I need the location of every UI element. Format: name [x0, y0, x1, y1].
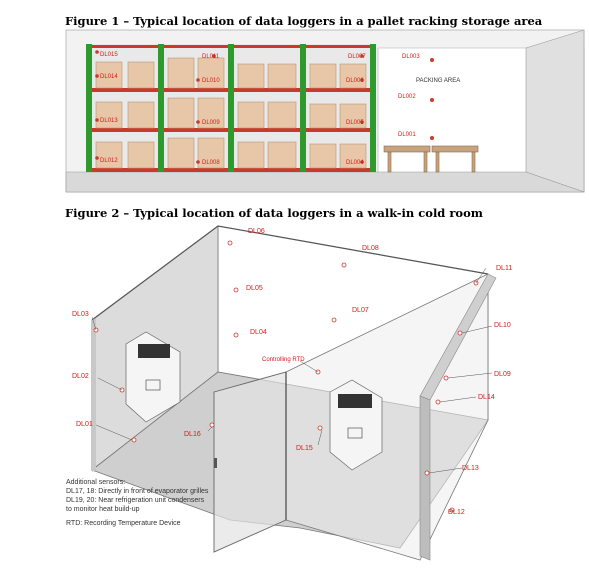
packing-area-label: PACKING AREA [416, 78, 460, 84]
evaporator-unit-right [329, 379, 383, 471]
logger-label-dl015: DL015 [100, 52, 118, 58]
logger-label-dl16: DL16 [184, 431, 201, 438]
logger-label-dl008: DL008 [202, 160, 220, 166]
logger-label-dl03: DL03 [72, 311, 89, 318]
svg-text:DL19, 20: Near refrigeration u: DL19, 20: Near refrigeration unit conden… [66, 497, 205, 504]
logger-label-dl007: DL007 [348, 54, 366, 60]
logger-label-dl014: DL014 [100, 74, 118, 80]
logger-label-dl005: DL005 [346, 120, 364, 126]
figure-1-scene: DL015 DL014 DL013 DL012 DL011 DL010 DL00… [65, 29, 585, 193]
logger-label-dl006: DL006 [346, 78, 364, 84]
logger-label-dl06: DL06 [248, 228, 265, 235]
cold-room-door [213, 371, 287, 553]
warehouse-floor [65, 171, 585, 193]
logger-label-dl013: DL013 [100, 118, 118, 124]
logger-label-dl15: DL15 [296, 445, 313, 452]
svg-text:Additional sensors:: Additional sensors: [66, 479, 125, 486]
logger-label-dl004: DL004 [346, 160, 364, 166]
evaporator-unit-left [125, 331, 181, 423]
logger-label-dl001: DL001 [398, 132, 416, 138]
additional-sensors-notes: Additional sensors: DL17, 18: Directly i… [66, 479, 209, 527]
logger-label-dl14: DL14 [478, 394, 495, 401]
logger-label-dl10: DL10 [494, 322, 511, 329]
svg-text:DL17, 18: Directly in front of: DL17, 18: Directly in front of evaporato… [66, 488, 209, 495]
logger-label-dl009: DL009 [202, 120, 220, 126]
logger-label-dl11: DL11 [496, 265, 512, 272]
logger-label-dl13: DL13 [462, 465, 479, 472]
logger-label-dl08: DL08 [362, 245, 379, 252]
logger-label-dl01: DL01 [76, 421, 93, 428]
svg-text:RTD: Recording Temperature Dev: RTD: Recording Temperature Device [66, 520, 181, 527]
logger-label-dl12: DL12 [448, 509, 465, 516]
controlling-rtd-label: Controlling RTD [262, 357, 305, 363]
logger-label-dl002: DL002 [398, 94, 416, 100]
logger-label-dl003: DL003 [402, 54, 420, 60]
logger-label-dl011: DL011 [202, 54, 220, 60]
logger-label-dl04: DL04 [250, 329, 267, 336]
side-wall [525, 29, 585, 193]
figure-1-logger-dots [95, 50, 434, 164]
packing-tables [383, 145, 479, 173]
logger-label-dl05: DL05 [246, 285, 263, 292]
logger-label-dl012: DL012 [100, 158, 118, 164]
figure-2-title: Figure 2 – Typical location of data logg… [65, 206, 483, 220]
logger-label-dl02: DL02 [72, 373, 89, 380]
figure-1-title: Figure 1 – Typical location of data logg… [65, 14, 543, 28]
logger-label-dl09: DL09 [494, 371, 511, 378]
figure-2-scene: DL01 DL02 DL03 DL04 DL05 DL06 DL07 DL08 … [66, 225, 512, 561]
logger-label-dl07: DL07 [352, 307, 369, 314]
logger-label-dl010: DL010 [202, 78, 220, 84]
pallet-racks [86, 44, 376, 172]
svg-text:to monitor heat build-up: to monitor heat build-up [66, 506, 140, 513]
